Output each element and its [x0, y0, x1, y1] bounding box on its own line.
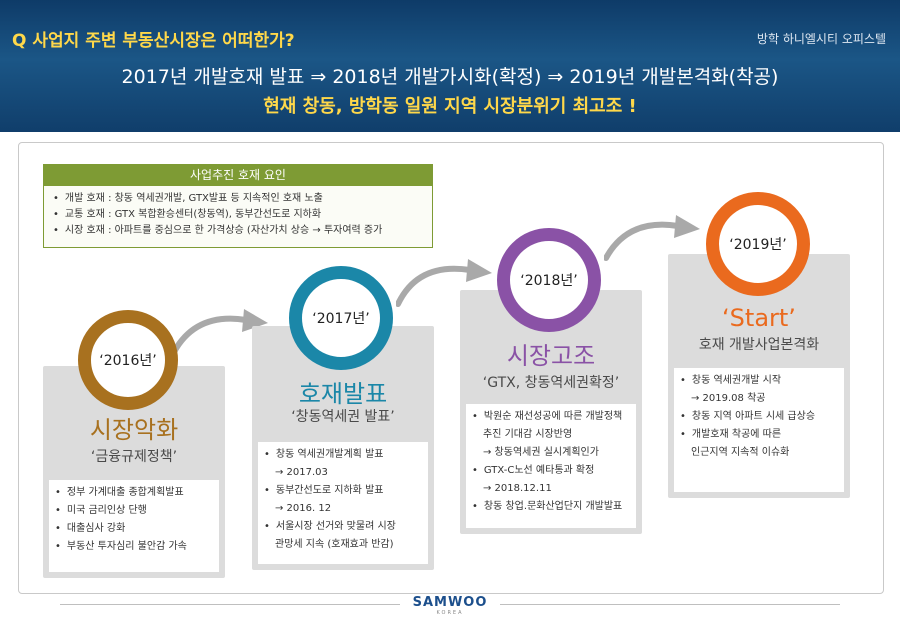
list-item: → 2016. 12: [275, 503, 332, 514]
list-item: 추진 기대감 시장반영: [483, 429, 573, 440]
stage-card-2016: 시장악화 ‘금융규제정책’ 정부 가계대출 종합계획발표 미국 금리인상 단행 …: [43, 366, 225, 578]
stage-title: 호재발표: [298, 380, 388, 408]
year-badge-2016: ‘2016년’: [78, 310, 178, 410]
list-item: 서울시장 선거와 맞물려 시장: [264, 518, 422, 536]
curved-arrow-icon: [172, 309, 268, 355]
list-item: → 2018.12.11: [483, 483, 552, 494]
stage-title: 시장고조: [506, 342, 596, 370]
factor-item: 시장 호재 : 아파트를 중심으로 한 가격상승 (자산가치 상승 → 투자여력…: [53, 223, 424, 239]
factor-item: 교통 호재 : GTX 복합환승센터(창동역), 동부간선도로 지하화: [53, 207, 424, 223]
stage-card-2019: ‘Start’ 호재 개발사업본격화 창동 역세권개발 시작 → 2019.08…: [668, 254, 850, 498]
stage-subtitle: ‘GTX, 창동역세권확정’: [482, 375, 620, 391]
stage-subtitle: ‘금융규제정책’: [90, 449, 178, 465]
list-item: 박원순 재선성공에 따른 개발정책: [472, 408, 630, 426]
factors-title: 사업추진 호재 요인: [44, 165, 432, 186]
list-item: GTX-C노선 예타통과 확정: [472, 462, 630, 480]
stage-card-2018: 시장고조 ‘GTX, 창동역세권확정’ 박원순 재선성공에 따른 개발정책 추진…: [460, 290, 642, 534]
stage-card-2017: 호재발표 ‘창동역세권 발표’ 창동 역세권개발계획 발표 → 2017.03 …: [252, 326, 434, 570]
year-badge-2019: ‘2019년’: [706, 192, 810, 296]
stage-list: 창동 역세권개발계획 발표 → 2017.03 동부간선도로 지하화 발표 → …: [258, 442, 428, 564]
highlight-text: 현재 창동, 방학동 일원 지역 시장분위기 최고조 !: [263, 96, 637, 117]
list-item: → 2017.03: [275, 467, 328, 478]
curved-arrow-icon: [604, 215, 700, 261]
list-item: 창동 역세권개발 시작: [680, 372, 838, 390]
list-item: 정부 가계대출 종합계획발표: [55, 484, 213, 502]
stage-list: 창동 역세권개발 시작 → 2019.08 착공 창동 지역 아파트 시세 급상…: [674, 368, 844, 492]
year-badge-2017: ‘2017년’: [289, 266, 393, 370]
stage-list: 박원순 재선성공에 따른 개발정책 추진 기대감 시장반영 → 창동역세권 실시…: [466, 404, 636, 528]
list-item: 개발호재 착공에 따른: [680, 426, 838, 444]
factors-list: 개발 호재 : 창동 역세권개발, GTX발표 등 지속적인 호재 노출 교통 …: [44, 186, 432, 239]
list-item: 창동 창업.문화산업단지 개발발표: [472, 498, 630, 516]
question-title: Q 사업지 주변 부동산시장은 어떠한가?: [12, 31, 295, 51]
footer-divider-left: [60, 604, 400, 605]
stage-list: 정부 가계대출 종합계획발표 미국 금리인상 단행 대출심사 강화 부동산 투자…: [49, 480, 219, 572]
project-name: 방학 하니엘시티 오피스텔: [756, 32, 886, 46]
list-item: 동부간선도로 지하화 발표: [264, 482, 422, 500]
list-item: 미국 금리인상 단행: [55, 502, 213, 520]
stage-title: ‘Start’: [722, 304, 796, 332]
header-banner: Q 사업지 주변 부동산시장은 어떠한가? 방학 하니엘시티 오피스텔 2017…: [0, 0, 900, 132]
list-item: 창동 역세권개발계획 발표: [264, 446, 422, 464]
footer-divider-right: [500, 604, 840, 605]
year-badge-2018: ‘2018년’: [497, 228, 601, 332]
logo-name: SAMWOO: [412, 595, 488, 610]
factors-box: 사업추진 호재 요인 개발 호재 : 창동 역세권개발, GTX발표 등 지속적…: [43, 164, 433, 248]
stage-title: 시장악화: [89, 416, 179, 444]
list-item: 관망세 지속 (호재효과 반감): [275, 539, 394, 550]
list-item: 대출심사 강화: [55, 520, 213, 538]
list-item: → 창동역세권 실시계획인가: [483, 447, 599, 458]
company-logo: SAMWOO KOREA: [408, 595, 492, 617]
stage-subtitle: 호재 개발사업본격화: [698, 337, 820, 353]
timeline-text: 2017년 개발호재 발표 ⇒ 2018년 개발가시화(확정) ⇒ 2019년 …: [121, 66, 779, 88]
list-item: → 2019.08 착공: [691, 393, 766, 404]
factor-item: 개발 호재 : 창동 역세권개발, GTX발표 등 지속적인 호재 노출: [53, 191, 424, 207]
stage-subtitle: ‘창동역세권 발표’: [291, 409, 395, 425]
list-item: 창동 지역 아파트 시세 급상승: [680, 408, 838, 426]
curved-arrow-icon: [396, 259, 492, 307]
list-item: 인근지역 지속적 이슈화: [691, 447, 790, 458]
list-item: 부동산 투자심리 불안감 가속: [55, 538, 213, 556]
logo-sub: KOREA: [436, 610, 464, 616]
